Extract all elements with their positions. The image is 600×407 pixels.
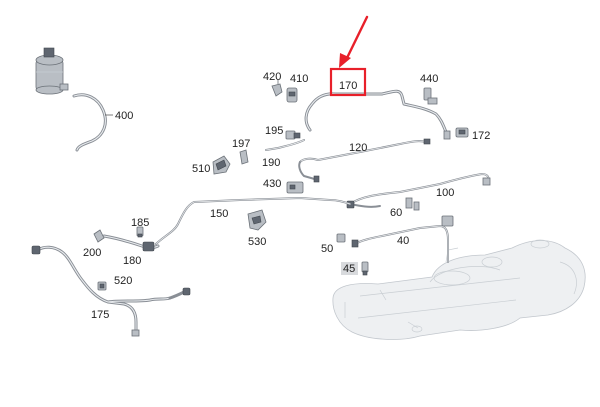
label-510: 510 [192, 163, 210, 175]
label-150: 150 [210, 208, 228, 220]
highlight-170 [329, 15, 369, 97]
fuel-tank [332, 239, 586, 340]
highlight-arrow-head [339, 53, 351, 68]
clip-200 [93, 229, 105, 243]
label-50: 50 [321, 243, 333, 255]
part-labels: 400 420 410 170 440 195 172 197 120 510 … [83, 71, 490, 321]
label-197: 197 [232, 138, 250, 150]
clip-420 [271, 80, 283, 97]
line-100 [349, 173, 490, 205]
clip-60 [405, 197, 420, 211]
label-190: 190 [262, 157, 280, 169]
bracket-530 [247, 209, 267, 231]
label-45-background [341, 262, 358, 275]
label-40: 40 [397, 235, 409, 247]
label-120: 120 [349, 142, 367, 154]
label-200: 200 [83, 247, 101, 259]
clip-172 [455, 127, 469, 138]
label-440: 440 [420, 73, 438, 85]
label-430: 430 [263, 178, 281, 190]
label-520: 520 [114, 275, 132, 287]
clip-50 [336, 233, 346, 243]
label-180: 180 [123, 255, 141, 267]
fitting-440 [423, 87, 438, 105]
label-400: 400 [115, 110, 133, 122]
label-410: 410 [290, 73, 308, 85]
part-400-canister [35, 47, 69, 95]
label-172: 172 [472, 130, 490, 142]
connector-195 [285, 130, 301, 140]
clip-410 [286, 87, 298, 103]
clip-520 [97, 281, 107, 291]
plug-45 [361, 261, 369, 276]
label-45: 45 [343, 263, 355, 275]
highlight-arrow-shaft [344, 15, 369, 62]
label-170: 170 [339, 80, 357, 92]
fitting-185 [136, 226, 144, 238]
bracket-197 [239, 149, 249, 165]
label-60: 60 [390, 207, 402, 219]
line-190 [265, 139, 305, 151]
label-100: 100 [436, 187, 454, 199]
label-175: 175 [91, 309, 109, 321]
highlight-box [329, 67, 367, 97]
bracket-430 [286, 181, 304, 194]
label-185: 185 [131, 217, 149, 229]
label-530: 530 [248, 236, 266, 248]
label-195: 195 [265, 125, 283, 137]
label-420: 420 [263, 71, 281, 83]
bracket-510 [212, 155, 231, 175]
